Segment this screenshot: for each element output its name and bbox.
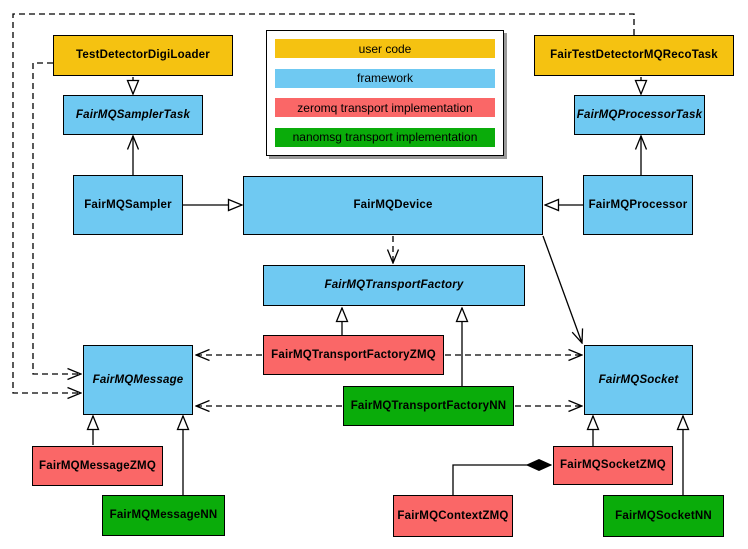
legend-item-zeromq: zeromq transport implementation bbox=[275, 98, 495, 118]
class-fairmqtransportfactoryzmq: FairMQTransportFactoryZMQ bbox=[263, 335, 444, 375]
class-fairmqprocessortask: FairMQProcessorTask bbox=[574, 95, 705, 135]
legend-item-user-code: user code bbox=[275, 39, 495, 58]
class-fairmqprocessor: FairMQProcessor bbox=[583, 175, 693, 235]
class-fairmqsocketnn: FairMQSocketNN bbox=[603, 495, 724, 537]
class-fairmqmessagenn: FairMQMessageNN bbox=[102, 495, 225, 536]
class-fairmqdevice: FairMQDevice bbox=[243, 176, 543, 235]
class-fairmqsocketzmq: FairMQSocketZMQ bbox=[553, 446, 673, 485]
class-testdetectordigiloader: TestDetectorDigiLoader bbox=[53, 35, 233, 76]
legend: user code framework zeromq transport imp… bbox=[266, 30, 504, 156]
legend-item-nanomsg: nanomsg transport implementation bbox=[275, 127, 495, 147]
edge-contextzmq-socketzmq bbox=[452, 465, 551, 495]
class-fairmqsampler: FairMQSampler bbox=[73, 175, 183, 235]
edge-device-socket bbox=[542, 235, 582, 343]
class-fairtestdetectormqrecotask: FairTestDetectorMQRecoTask bbox=[534, 35, 734, 76]
class-fairmqmessagezmq: FairMQMessageZMQ bbox=[32, 446, 163, 486]
class-fairmqtransportfactorynn: FairMQTransportFactoryNN bbox=[343, 386, 514, 426]
edge-recotask-message bbox=[12, 13, 635, 393]
edge-digiloader-message bbox=[32, 62, 81, 374]
class-fairmqsocket: FairMQSocket bbox=[584, 345, 693, 415]
class-fairmqtransportfactory: FairMQTransportFactory bbox=[263, 265, 525, 306]
class-fairmqmessage: FairMQMessage bbox=[83, 345, 193, 415]
class-fairmqcontextzmq: FairMQContextZMQ bbox=[393, 495, 513, 537]
legend-item-framework: framework bbox=[275, 68, 495, 88]
class-fairmqsamplertask: FairMQSamplerTask bbox=[63, 95, 203, 135]
